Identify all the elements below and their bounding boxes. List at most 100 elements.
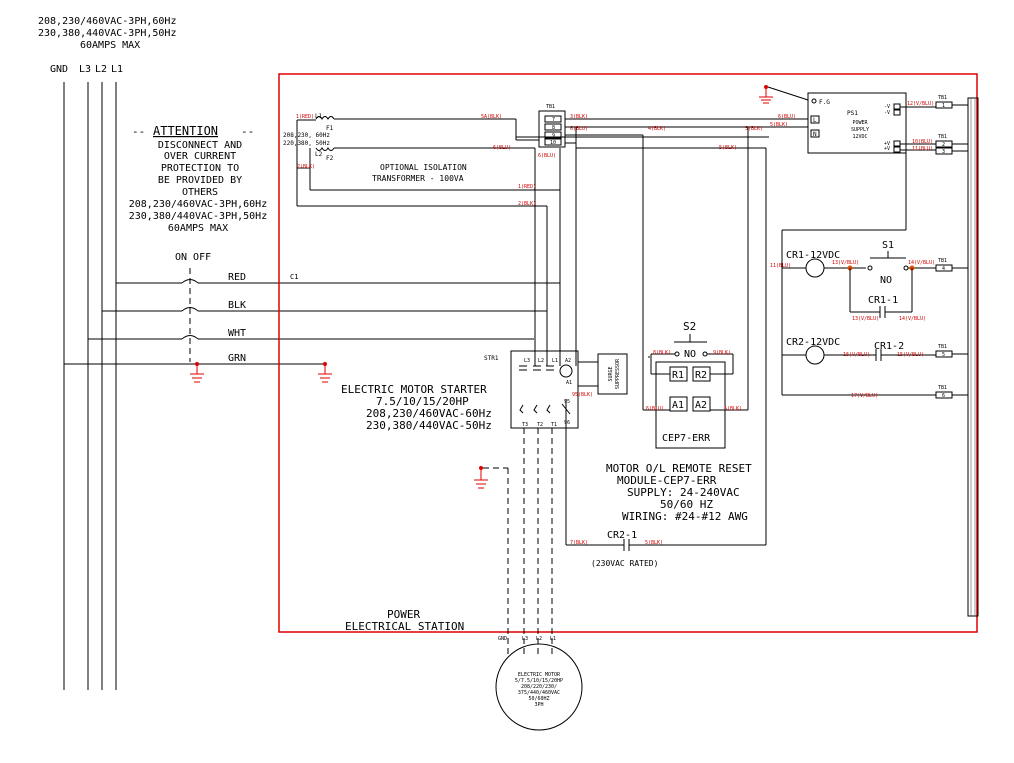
wire-label: 6(BLU) bbox=[646, 406, 664, 412]
surge-text-2: SUPPRESSOR bbox=[615, 358, 621, 389]
wire-label: 7(BLK) bbox=[570, 540, 588, 546]
ps1-vp-terminal bbox=[893, 140, 901, 147]
cep7-a1 bbox=[669, 396, 688, 412]
wire-label: 16(V/BLU) bbox=[843, 352, 870, 358]
xfmr-l1: L1 bbox=[315, 113, 323, 120]
attention-line-2: OVER CURRENT bbox=[164, 151, 236, 162]
wire-label: 1(RED) bbox=[518, 184, 536, 190]
s1-no: NO bbox=[880, 275, 892, 286]
cr2-label: CR2-12VDC bbox=[786, 337, 840, 348]
xfmr-l2: L2 bbox=[315, 151, 323, 158]
supply-text-1: 208,230/460VAC-3PH,60Hz bbox=[38, 16, 176, 27]
motor-l1: L1 bbox=[550, 636, 556, 642]
attention-spec-3: 60AMPS MAX bbox=[168, 223, 228, 234]
tb-right-t1: 1 bbox=[942, 103, 945, 109]
optional-line-1: OPTIONAL ISOLATION bbox=[380, 163, 467, 172]
ps1-fg: F.G bbox=[819, 99, 830, 106]
cep7-r2-text: R2 bbox=[695, 370, 707, 381]
starter-title: ELECTRIC MOTOR STARTER bbox=[341, 383, 487, 396]
module-line-1: MOTOR O/L REMOTE RESET bbox=[606, 462, 752, 475]
starter-a2: A2 bbox=[565, 358, 571, 364]
motor-text-4: 375/440/460VAC bbox=[518, 690, 560, 696]
starter-t2: T2 bbox=[537, 422, 543, 428]
cr1-coil bbox=[805, 258, 825, 278]
ps1-text-2: SUPPLY bbox=[851, 127, 869, 133]
ps1-vm-terminal bbox=[893, 103, 901, 110]
motor-text-5: 50/60HZ bbox=[528, 696, 549, 702]
starter-95: 95 bbox=[564, 399, 570, 405]
motor-text-1: ELECTRIC MOTOR bbox=[518, 672, 561, 678]
cep7-a1-text: A1 bbox=[672, 400, 684, 411]
ps1-vm-terminal bbox=[893, 109, 901, 116]
wire-label: 13(V/BLU) bbox=[852, 316, 879, 322]
wire-label: 9(BLK) bbox=[713, 350, 731, 356]
motor-gnd: GND bbox=[498, 636, 507, 642]
attention-spec-1: 208,230/460VAC-3PH,60Hz bbox=[129, 199, 267, 210]
wire-label: 1(RED) bbox=[296, 114, 314, 120]
s2-label: S2 bbox=[683, 320, 696, 333]
starter-l3: L3 bbox=[524, 358, 530, 364]
tb-right-label: TB1 bbox=[938, 95, 947, 101]
tb-right-label: TB1 bbox=[938, 385, 947, 391]
wire-label: 14(V/BLU) bbox=[899, 316, 926, 322]
attention-dash-right: -- bbox=[241, 125, 254, 138]
tb-right-t6: 6 bbox=[942, 393, 945, 399]
wire-label: 95(BLK) bbox=[572, 392, 593, 398]
str1-label: STR1 bbox=[484, 355, 499, 362]
control-wires bbox=[781, 106, 936, 396]
ps1-vp: +V bbox=[884, 141, 890, 147]
attention-line-5: OTHERS bbox=[182, 187, 218, 198]
c1-label: C1 bbox=[290, 273, 298, 281]
module-line-3: SUPPLY: 24-240VAC bbox=[627, 486, 740, 499]
module-line-2: MODULE-CEP7-ERR bbox=[617, 474, 717, 487]
l2-label: L2 bbox=[95, 64, 107, 75]
attention-title: ATTENTION bbox=[153, 124, 218, 138]
wht-wire-label: WHT bbox=[228, 328, 246, 339]
transformer bbox=[296, 116, 560, 207]
cr2-1-contact bbox=[565, 418, 766, 551]
ps1-box bbox=[807, 92, 907, 154]
cr1-2-label: CR1-2 bbox=[874, 341, 904, 352]
optional-line-2: TRANSFORMER - 100VA bbox=[372, 174, 464, 183]
tb1-t9: 9 bbox=[552, 133, 555, 139]
attention-bg bbox=[125, 124, 275, 236]
surge-suppressor bbox=[597, 353, 628, 395]
motor-l3: L3 bbox=[522, 636, 528, 642]
cr2-1-label: CR2-1 bbox=[607, 530, 637, 541]
starter-a1: A1 bbox=[566, 380, 572, 386]
ps1-vp2: +V bbox=[884, 146, 890, 152]
tb1-t10: 10 bbox=[550, 140, 556, 146]
motor-text-3: 208/220/230/ bbox=[521, 684, 557, 690]
supply-lines bbox=[63, 82, 117, 690]
wire-label: 5(BLK) bbox=[724, 406, 742, 412]
starter-l2: L2 bbox=[538, 358, 544, 364]
wire-label: 15(V/BLU) bbox=[897, 352, 924, 358]
xfmr-v60: 208,230, 60Hz bbox=[283, 132, 330, 139]
on-off-label: ON OFF bbox=[175, 252, 211, 263]
tb-right-label: TB1 bbox=[938, 258, 947, 264]
tb1-t7: 7 bbox=[552, 117, 555, 123]
ps1-vm: -V bbox=[884, 104, 890, 110]
wire-label: 6(BLU) bbox=[493, 145, 511, 151]
wire-label: 4(BLK) bbox=[648, 126, 666, 132]
tb1-top-block bbox=[538, 110, 566, 148]
wire-label: 5A(BLK) bbox=[481, 114, 502, 120]
wire-label: 5(BLK) bbox=[719, 145, 737, 151]
ps1-fg-wire bbox=[767, 86, 809, 101]
cable-bundle bbox=[952, 97, 979, 617]
xfmr-f2: F2 bbox=[326, 155, 334, 162]
wire-label: 5(BLK) bbox=[745, 126, 763, 132]
starter-coil bbox=[559, 364, 573, 378]
s1-label: S1 bbox=[882, 240, 894, 251]
tb-right-t4: 4 bbox=[942, 266, 945, 272]
starter-l1: L1 bbox=[552, 358, 558, 364]
station-line-2: ELECTRICAL STATION bbox=[345, 620, 464, 633]
tb-right-label: TB1 bbox=[938, 344, 947, 350]
cr2-1-rated: (230VAC RATED) bbox=[591, 559, 658, 568]
tb-right-t5: 5 bbox=[942, 352, 945, 358]
starter-contacts bbox=[519, 365, 571, 418]
ps1-fg-terminal bbox=[811, 98, 817, 104]
wire-label: 12(V/BLU) bbox=[907, 101, 934, 107]
motor-text-2: 5/7.5/10/15/20HP bbox=[515, 678, 563, 684]
wire-label: 3(BLK) bbox=[570, 114, 588, 120]
